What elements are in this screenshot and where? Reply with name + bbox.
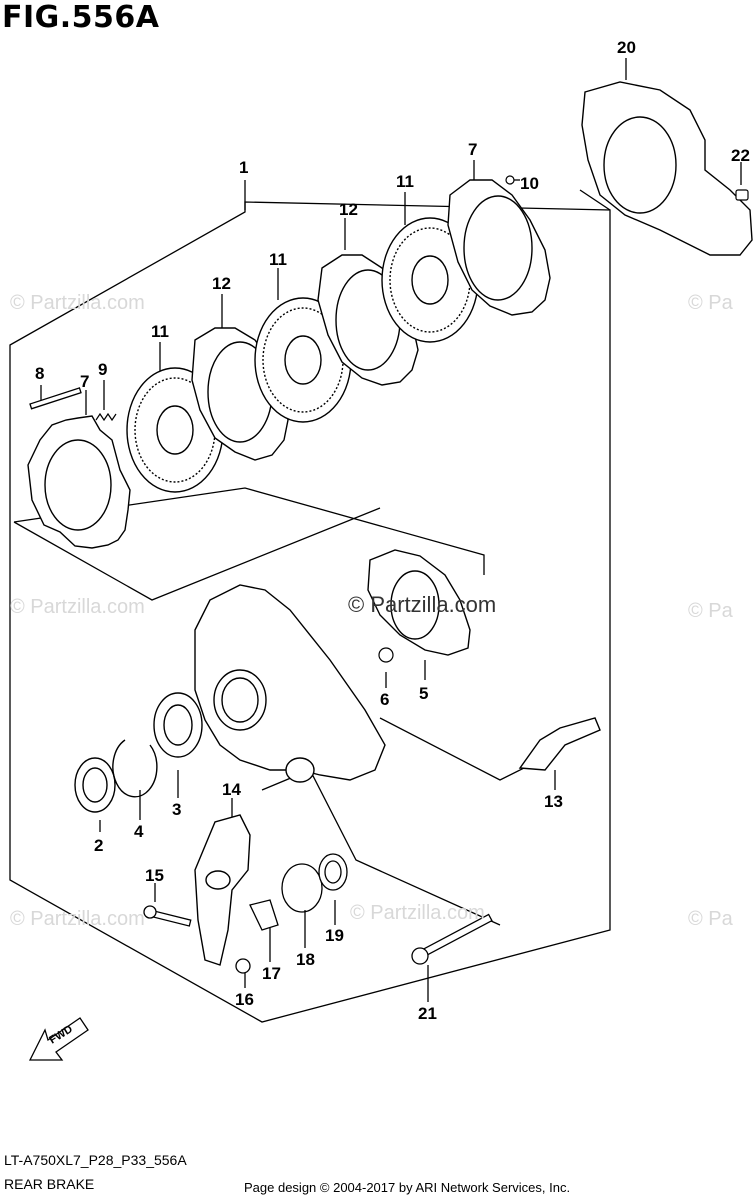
figure-title: FIG.556A xyxy=(2,0,160,35)
watermark-main: © Partzilla.com xyxy=(348,592,497,617)
part-label-10[interactable]: 10 xyxy=(520,174,539,193)
circlip-4 xyxy=(112,739,158,798)
part-label-16[interactable]: 16 xyxy=(235,990,254,1009)
part-label-12[interactable]: 12 xyxy=(339,200,358,219)
assembly-outline xyxy=(9,201,611,1023)
part-label-7[interactable]: 7 xyxy=(468,140,478,159)
part-label-17[interactable]: 17 xyxy=(262,964,281,983)
dowel-22 xyxy=(735,189,749,201)
part-label-20[interactable]: 20 xyxy=(617,38,636,57)
watermark: © Partzilla.com xyxy=(10,908,145,930)
bearing-3 xyxy=(153,692,203,758)
bolt-21 xyxy=(411,913,493,965)
part-label-22[interactable]: 22 xyxy=(731,146,750,165)
watermark: © Partzilla.com xyxy=(10,596,145,618)
washer-10 xyxy=(505,175,515,185)
part-label-11[interactable]: 11 xyxy=(151,322,169,341)
part-label-3[interactable]: 3 xyxy=(172,800,182,819)
watermark: © Pa xyxy=(688,292,733,314)
plate-group-outline xyxy=(13,487,485,601)
part-label-4[interactable]: 4 xyxy=(134,822,144,841)
steel-plate-7-right xyxy=(447,179,551,316)
part-label-9[interactable]: 9 xyxy=(98,360,108,379)
part-label-8[interactable]: 8 xyxy=(35,364,45,383)
part-label-15[interactable]: 15 xyxy=(145,866,164,885)
pin-8 xyxy=(29,387,82,410)
part-label-11[interactable]: 11 xyxy=(269,250,287,269)
watermark: © Pa xyxy=(688,600,733,622)
part-label-1[interactable]: 1 xyxy=(239,158,249,177)
oil-seal-2 xyxy=(74,757,116,813)
shaft-13 xyxy=(518,717,601,771)
part-label-13[interactable]: 13 xyxy=(544,792,563,811)
watermark: © Pa xyxy=(688,908,733,930)
pin-6 xyxy=(378,647,394,663)
seal-19 xyxy=(318,853,348,891)
part-label-6[interactable]: 6 xyxy=(380,690,390,709)
bracket-14 xyxy=(194,814,251,966)
part-label-14[interactable]: 14 xyxy=(222,780,241,799)
brake-housing xyxy=(194,584,386,783)
part-label-2[interactable]: 2 xyxy=(94,836,104,855)
copyright-notice: Page design © 2004-2017 by ARI Network S… xyxy=(244,1180,571,1195)
model-code: LT-A750XL7_P28_P33_556A xyxy=(4,1152,187,1168)
part-label-19[interactable]: 19 xyxy=(325,926,344,945)
steel-plate-7-left xyxy=(27,415,131,549)
plate-5 xyxy=(367,549,471,656)
part-label-12[interactable]: 12 xyxy=(212,274,231,293)
watermark: © Partzilla.com xyxy=(10,292,145,314)
part-label-11[interactable]: 11 xyxy=(396,172,414,191)
gasket-20 xyxy=(581,81,753,256)
part-label-5[interactable]: 5 xyxy=(419,684,429,703)
spring-9 xyxy=(95,412,117,422)
bolt-15 xyxy=(143,905,192,927)
part-label-21[interactable]: 21 xyxy=(418,1004,437,1023)
section-name: REAR BRAKE xyxy=(4,1176,95,1192)
watermark: © Partzilla.com xyxy=(350,902,485,924)
nut-16 xyxy=(235,958,251,974)
part-label-18[interactable]: 18 xyxy=(296,950,315,969)
part-label-7[interactable]: 7 xyxy=(80,372,90,391)
fwd-arrow: FWD xyxy=(28,1017,89,1061)
washer-17 xyxy=(249,899,279,931)
circlip-18 xyxy=(281,863,323,913)
